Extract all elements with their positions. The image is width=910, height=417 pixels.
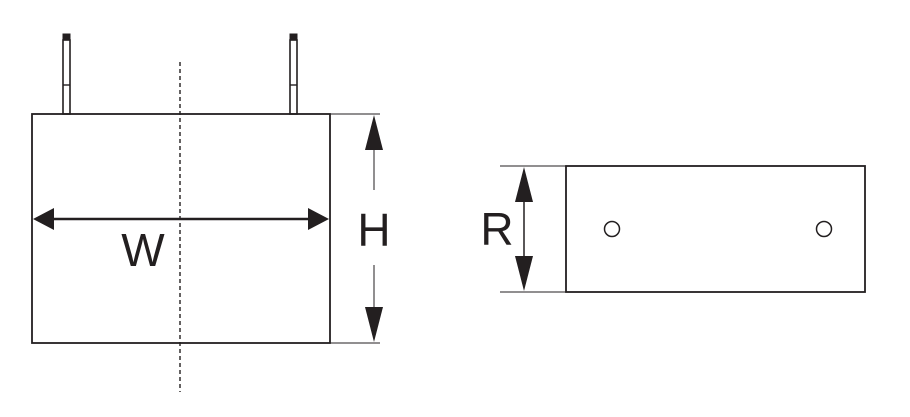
width-dimension-arrow [33, 208, 329, 230]
height-label: H [357, 204, 390, 256]
capacitor-body-top [565, 165, 866, 293]
depth-label: R [480, 203, 513, 255]
capacitor-body-front [31, 113, 331, 344]
lead-hole-right [815, 220, 833, 238]
top-view [500, 165, 866, 293]
front-view [31, 33, 383, 392]
height-dimension-arrow [330, 113, 383, 344]
left-lead [62, 33, 71, 115]
right-lead [289, 33, 298, 115]
depth-dimension-arrow [500, 165, 566, 293]
width-label: W [121, 224, 165, 276]
lead-hole-left [603, 220, 621, 238]
